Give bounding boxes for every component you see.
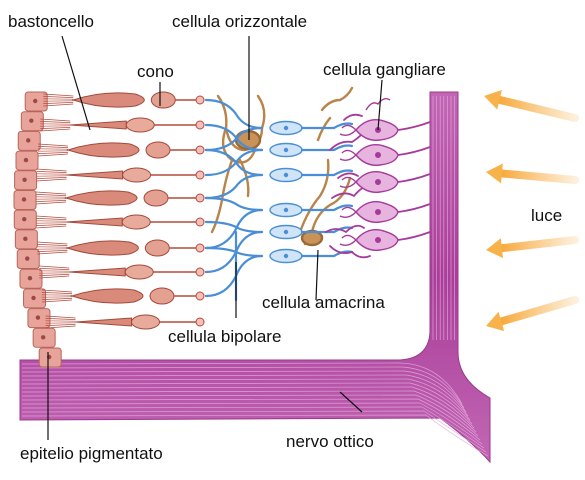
- label-nervo-ottico: nervo ottico: [286, 432, 374, 452]
- label-cellula-orizzontale: cellula orizzontale: [172, 12, 307, 32]
- rod-cell: [76, 318, 132, 326]
- cone-cell: [73, 93, 144, 107]
- cone-cell: [66, 191, 137, 205]
- ganglion-axon: [398, 122, 430, 130]
- rod-cell: [69, 268, 125, 276]
- ganglion-axon: [398, 232, 430, 240]
- label-cono: cono: [137, 62, 174, 82]
- ganglion-axon: [398, 147, 430, 155]
- photoreceptor-layer: [36, 92, 204, 329]
- rod-nucleus: [132, 315, 160, 329]
- label-cellula-amacrina: cellula amacrina: [262, 293, 385, 313]
- ganglion-axon: [398, 204, 430, 212]
- rod-cell: [70, 121, 126, 129]
- cone-cell: [68, 143, 139, 157]
- ganglion-axon: [398, 174, 430, 182]
- rod-nucleus: [126, 118, 154, 132]
- label-epitelio-pigmentato: epitelio pigmentato: [20, 444, 163, 464]
- cone-nucleus: [150, 288, 174, 304]
- rod-nucleus: [123, 168, 151, 182]
- rod-nucleus: [122, 215, 150, 229]
- rod-nucleus: [125, 265, 153, 279]
- rod-cell: [67, 171, 123, 179]
- cone-nucleus: [144, 190, 168, 206]
- pigment-epithelium: [14, 92, 61, 367]
- light-arrow-icon: [500, 173, 575, 180]
- cone-nucleus: [146, 142, 170, 158]
- rod-cell: [66, 218, 122, 226]
- cone-nucleus: [151, 92, 175, 108]
- cone-cell: [72, 289, 143, 303]
- light-arrow-icon: [498, 100, 575, 118]
- cone-cell: [67, 241, 138, 255]
- label-bastoncello: bastoncello: [8, 12, 94, 32]
- label-cellula-gangliare: cellula gangliare: [323, 60, 446, 80]
- label-luce: luce: [531, 206, 562, 226]
- label-cellula-bipolare: cellula bipolare: [168, 327, 281, 347]
- bipolar-cells: [206, 100, 352, 300]
- cone-nucleus: [145, 240, 169, 256]
- light-arrow-icon: [500, 240, 575, 248]
- light-arrow-icon: [500, 300, 575, 322]
